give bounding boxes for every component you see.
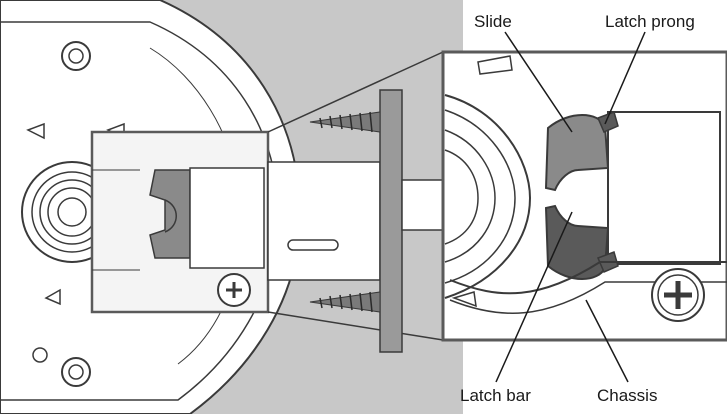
leader-line-chassis [585, 299, 629, 383]
callout-chassis: Chassis [597, 386, 658, 405]
inset-source-detail [92, 169, 140, 271]
small-screw-hole [32, 347, 48, 363]
mounting-boss-bottom [61, 357, 91, 387]
magnified-clip-tab [451, 291, 477, 308]
connector-body [267, 89, 444, 353]
mounting-boss-top [61, 41, 91, 71]
callout-latch-bar: Latch bar [460, 386, 531, 405]
magnified-chassis [449, 261, 727, 295]
callout-latch-prong: Latch prong [605, 12, 695, 31]
magnified-latch-bar [544, 204, 610, 280]
latch-tab [26, 122, 45, 140]
magnified-connector-rings [444, 94, 532, 299]
callout-slide: Slide [474, 12, 512, 31]
magnified-screw-head [651, 268, 705, 322]
screw-head-small [217, 273, 251, 307]
leader-line-latch-bar [495, 211, 573, 383]
threaded-screw-top [309, 111, 381, 133]
magnified-slide [544, 114, 610, 192]
leader-line-slide [504, 31, 573, 133]
magnified-latch-body [607, 111, 721, 265]
threaded-screw-bottom [309, 291, 381, 313]
leader-line-latch-prong [604, 31, 646, 125]
zoom-guide-line [267, 311, 444, 341]
source-latch-mechanism [149, 167, 265, 269]
zoom-guide-line [267, 51, 444, 133]
magnified-chassis-inner [449, 281, 727, 315]
latch-tab [44, 288, 61, 306]
magnified-clip-tab [477, 55, 513, 75]
